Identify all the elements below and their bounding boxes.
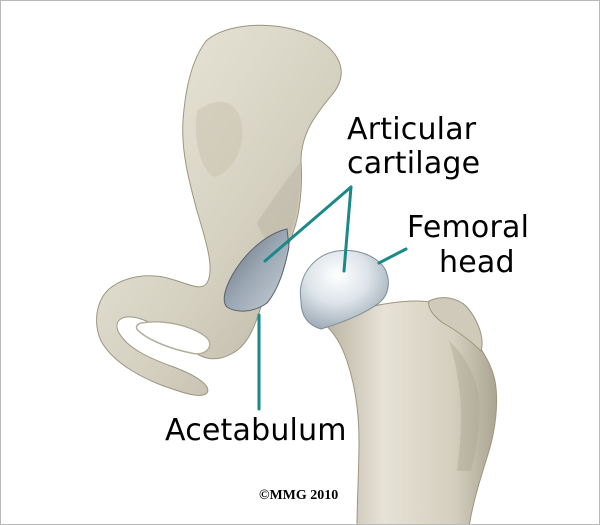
copyright-notice: ©MMG 2010 xyxy=(259,488,338,504)
label-femoral-head-line2: head xyxy=(439,246,515,280)
label-articular-cartilage-line1: Articular xyxy=(347,113,476,147)
label-acetabulum: Acetabulum xyxy=(165,414,347,448)
label-femoral-head-line1: Femoral xyxy=(407,211,529,245)
leader-line-femoral-head xyxy=(379,249,406,263)
pelvis-bone xyxy=(97,25,342,395)
label-articular-cartilage-line2: cartilage xyxy=(347,147,480,181)
femur-bone xyxy=(323,298,497,525)
